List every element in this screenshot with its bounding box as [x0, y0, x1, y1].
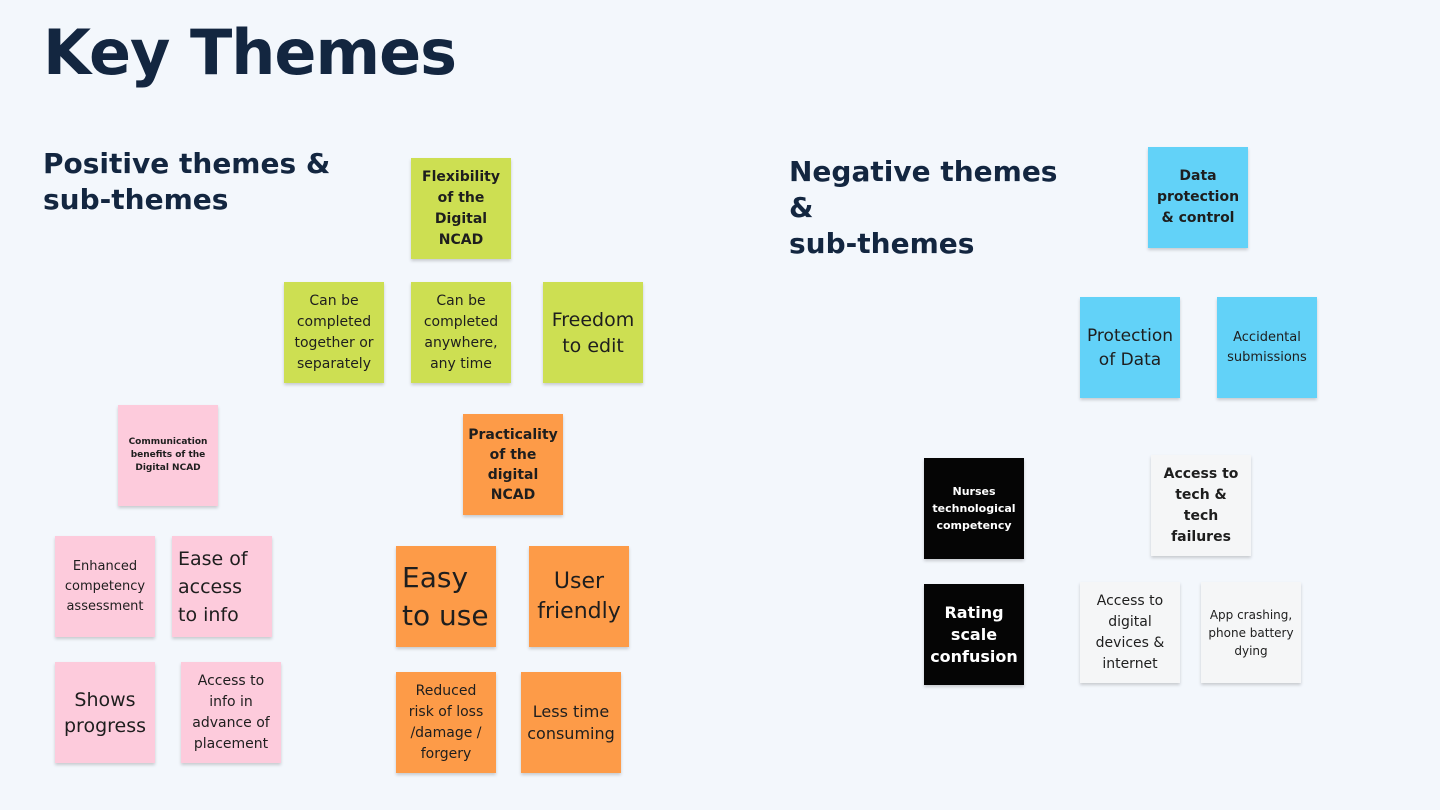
negative-heading-line1: Negative themes & [789, 155, 1058, 224]
sub-note[interactable]: User friendly [529, 546, 629, 647]
sub-note[interactable]: Easy to use [396, 546, 496, 647]
sub-note-label: Access to digital devices & internet [1095, 592, 1165, 672]
sub-note-label: Rating scale confusion [930, 602, 1018, 666]
positive-heading: Positive themes & sub-themes [43, 146, 343, 218]
sub-note-label: Ease of access to info [178, 547, 248, 626]
sub-note[interactable]: Access to info in advance of placement [181, 662, 281, 763]
page-title: Key Themes [43, 16, 457, 89]
negative-heading: Negative themes & sub-themes [789, 154, 1089, 262]
sub-note-label: Can be completed together or separately [294, 292, 374, 372]
theme-practicality-note[interactable]: Practicality of the digital NCAD [463, 414, 563, 515]
sub-note[interactable]: Rating scale confusion [924, 584, 1024, 685]
sub-note[interactable]: Can be completed together or separately [284, 282, 384, 383]
sub-note[interactable]: Access to digital devices & internet [1080, 582, 1180, 683]
sub-note[interactable]: Accidental submissions [1217, 297, 1317, 398]
sub-note[interactable]: Reduced risk of loss /damage / forgery [396, 672, 496, 773]
positive-heading-line1: Positive themes & [43, 147, 331, 180]
sub-note[interactable]: Freedom to edit [543, 282, 643, 383]
sub-note-label: User friendly [537, 568, 621, 624]
theme-access-label: Access to tech & tech failures [1163, 465, 1239, 545]
sub-note[interactable]: Enhanced competency assessment [55, 536, 155, 637]
sub-note-label: Protection of Data [1086, 325, 1173, 370]
sub-note-label: Freedom to edit [551, 308, 635, 357]
theme-nurses-note[interactable]: Nurses technological competency [924, 458, 1024, 559]
sub-note[interactable]: App crashing, phone battery dying [1201, 582, 1301, 683]
sub-note[interactable]: Less time consuming [521, 672, 621, 773]
theme-practicality-label: Practicality of the digital NCAD [468, 426, 558, 503]
sub-note-label: Accidental submissions [1227, 329, 1307, 365]
sub-note-label: App crashing, phone battery dying [1208, 607, 1294, 658]
sub-note[interactable]: Protection of Data [1080, 297, 1180, 398]
theme-flexibility-note[interactable]: Flexibility of the Digital NCAD [411, 158, 511, 259]
theme-data-protection-label: Data protection & control [1156, 168, 1240, 226]
sub-note-label: Can be completed anywhere, any time [423, 292, 499, 372]
sub-note-label: Reduced risk of loss /damage / forgery [408, 682, 484, 762]
sub-note[interactable]: Can be completed anywhere, any time [411, 282, 511, 383]
theme-communication-note[interactable]: Communication benefits of the Digital NC… [118, 405, 218, 506]
theme-flexibility-label: Flexibility of the Digital NCAD [422, 168, 500, 248]
sub-note-label: Easy to use [402, 560, 489, 632]
sub-note-label: Less time consuming [527, 701, 615, 743]
positive-heading-line2: sub-themes [43, 183, 229, 216]
sub-note[interactable]: Shows progress [55, 662, 155, 763]
theme-communication-label: Communication benefits of the Digital NC… [128, 437, 208, 473]
sub-note-label: Shows progress [63, 688, 147, 737]
theme-data-protection-note[interactable]: Data protection & control [1148, 147, 1248, 248]
negative-heading-line2: sub-themes [789, 227, 975, 260]
theme-nurses-label: Nurses technological competency [932, 485, 1016, 532]
sub-note[interactable]: Ease of access to info [172, 536, 272, 637]
theme-access-note[interactable]: Access to tech & tech failures [1151, 455, 1251, 556]
sub-note-label: Enhanced competency assessment [64, 558, 146, 614]
sub-note-label: Access to info in advance of placement [192, 672, 270, 752]
